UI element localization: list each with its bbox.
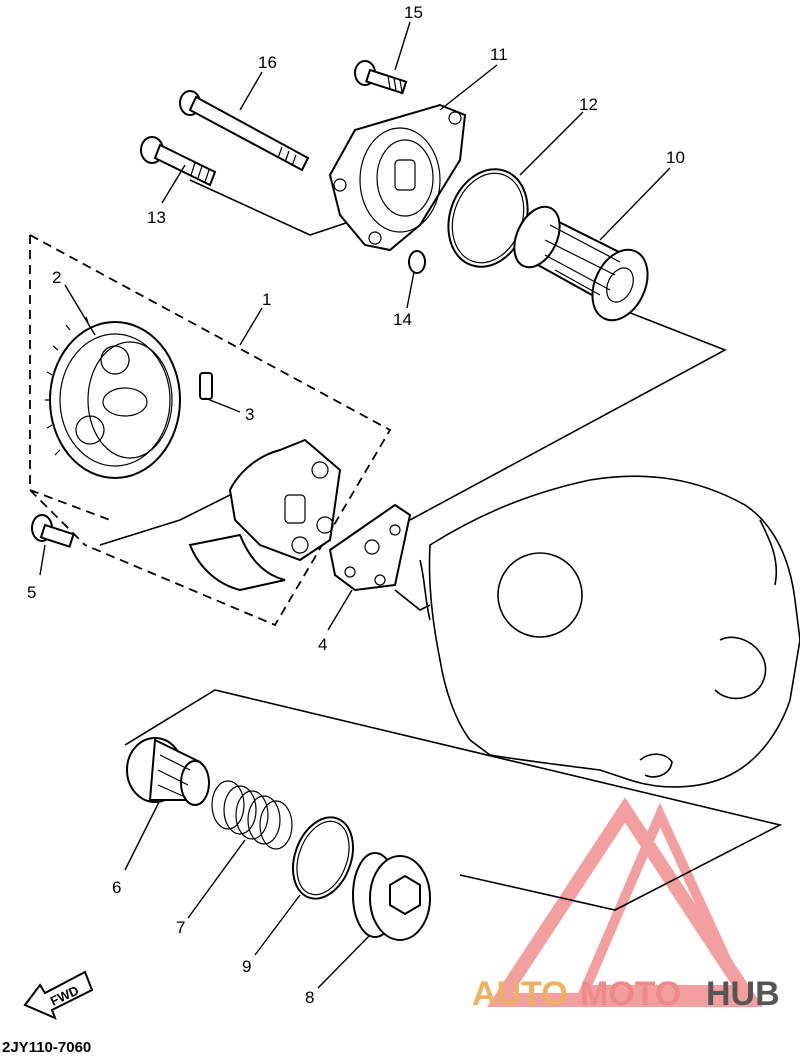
- part-label-10: 10: [666, 148, 685, 167]
- gasket-plate: [328, 503, 412, 592]
- part-label-12: 12: [579, 95, 598, 114]
- oil-filter-cover: [328, 103, 467, 252]
- part-label-1: 1: [262, 290, 271, 309]
- crankcase: [419, 475, 800, 788]
- part-number-labels: 1 2 3 4 5 6 7 8 9 10 11 12 13 14 15 16: [27, 3, 685, 1007]
- part-label-5: 5: [27, 583, 36, 602]
- part-label-2: 2: [52, 268, 61, 287]
- part-label-9: 9: [242, 957, 251, 976]
- dowel-pin: [199, 372, 213, 400]
- watermark-logo-mark: [487, 797, 763, 1007]
- part-label-14: 14: [393, 310, 412, 329]
- part-label-7: 7: [176, 918, 185, 937]
- o-ring-14: [408, 250, 426, 274]
- part-label-13: 13: [147, 208, 166, 227]
- watermark-hub: HUB: [706, 975, 780, 1013]
- watermark-brand: AUTO MOTO HUB: [472, 975, 780, 1013]
- part-label-8: 8: [305, 988, 314, 1007]
- part-label-16: 16: [258, 53, 277, 72]
- screw-5: [31, 514, 75, 548]
- bolt-16: [179, 90, 310, 172]
- oil-pump-body: [188, 438, 342, 592]
- bolt-15: [354, 60, 408, 95]
- part-label-3: 3: [245, 405, 254, 424]
- watermark-auto: AUTO: [472, 975, 568, 1013]
- oil-filter-element: [513, 205, 649, 322]
- watermark-moto: MOTO: [580, 975, 681, 1013]
- part-label-11: 11: [490, 45, 508, 64]
- spring-7: [211, 780, 293, 850]
- part-label-4: 4: [318, 635, 327, 654]
- strainer-6: [126, 737, 210, 806]
- part-label-15: 15: [404, 3, 423, 22]
- forward-arrow-icon: FWD: [23, 970, 94, 1020]
- callout-leaders: [39, 21, 671, 989]
- o-ring-9: [292, 816, 354, 900]
- drain-plug-8: [352, 852, 431, 941]
- oil-pump-rotor-gear: [45, 316, 181, 479]
- part-label-6: 6: [112, 878, 121, 897]
- assembly-leader-lines: [99, 179, 783, 911]
- bolt-13: [140, 136, 217, 187]
- diagram-code: 2JY110-7060: [2, 1039, 91, 1056]
